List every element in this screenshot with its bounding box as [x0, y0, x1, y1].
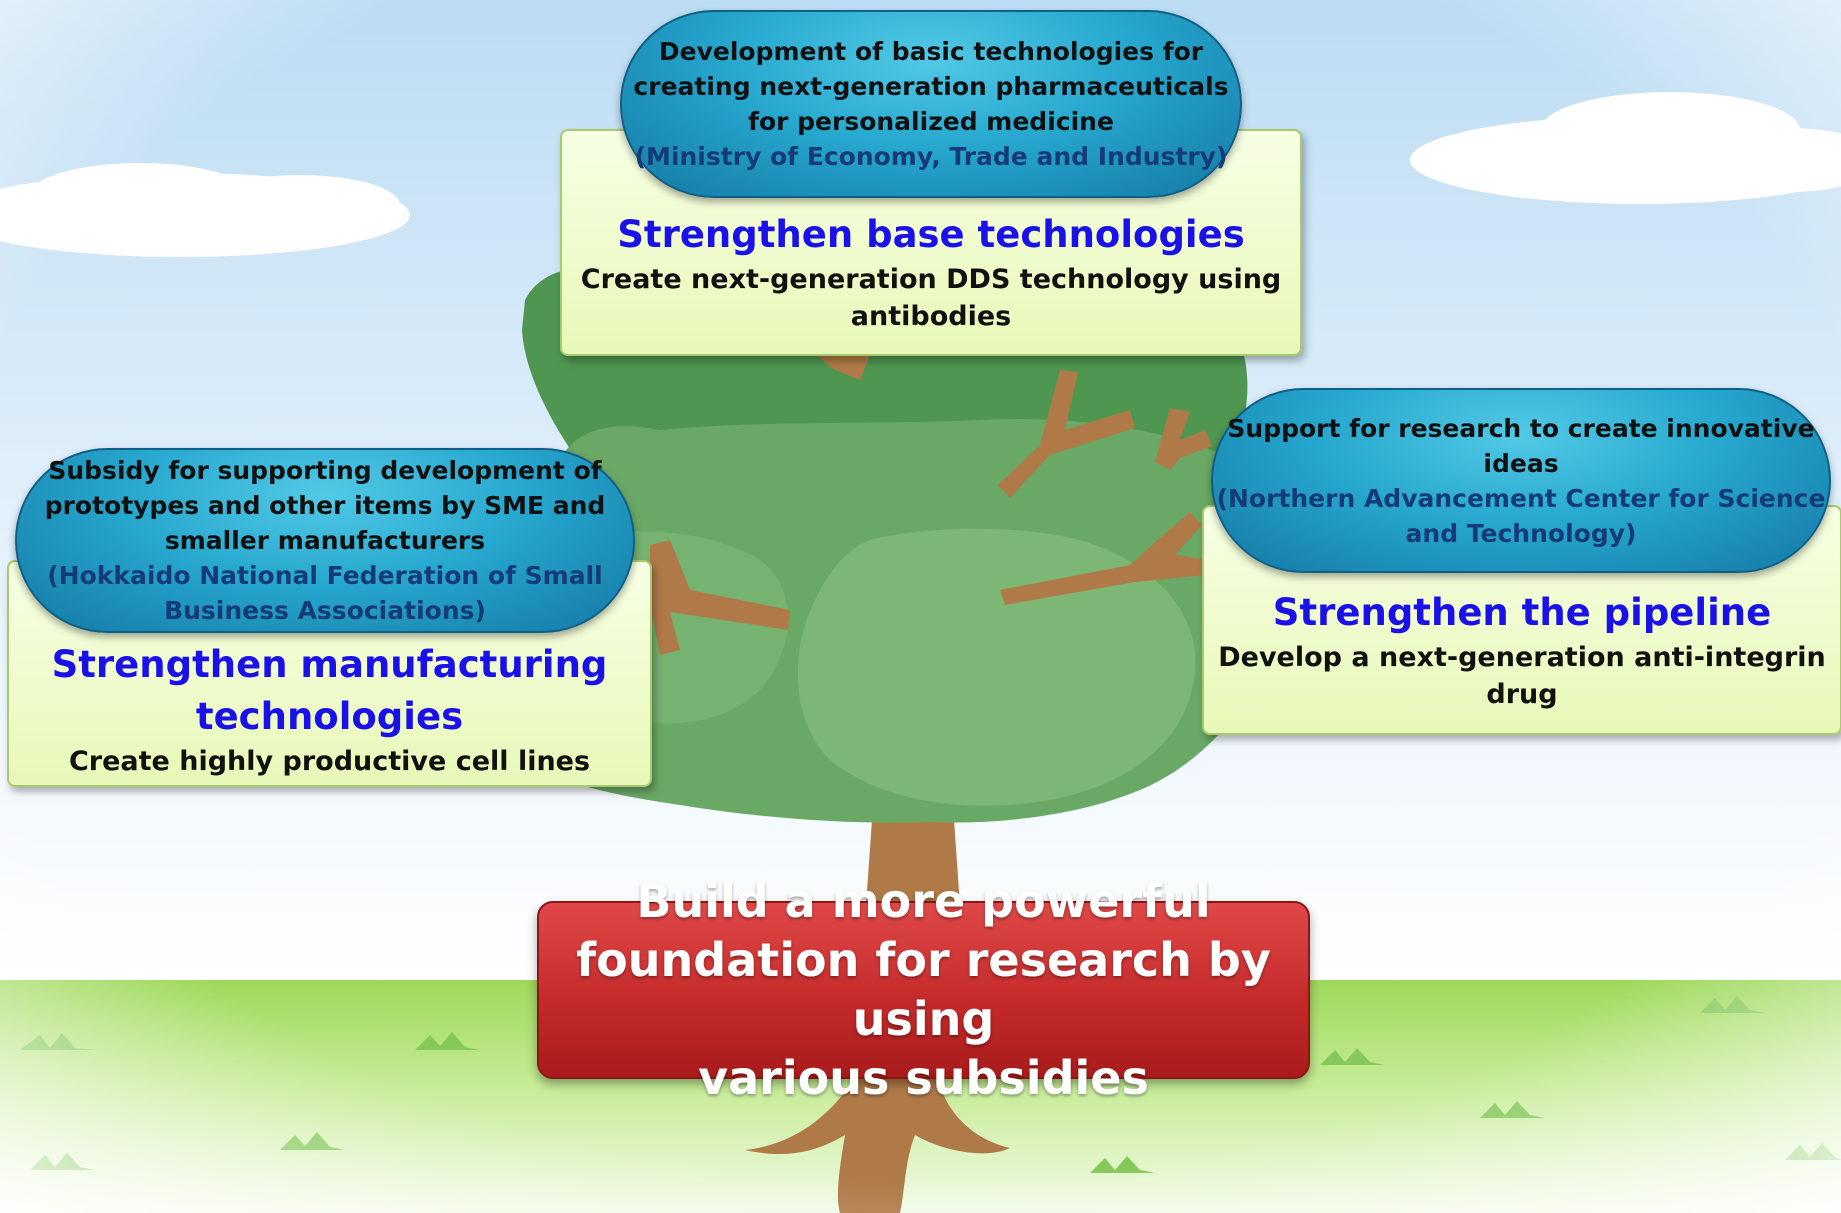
- pipeline-heading: Strengthen the pipeline: [1272, 591, 1772, 634]
- manufacturing-heading-line-2: technologies: [195, 695, 464, 738]
- base-technologies-heading: Strengthen base technologies: [617, 213, 1245, 256]
- sme-subsidy-pill: Subsidy for supporting development of pr…: [15, 448, 635, 633]
- meti-subsidy-line-1: Development of basic technologies for: [658, 37, 1204, 66]
- manufacturing-heading-line-1: Strengthen manufacturing: [51, 643, 608, 686]
- base-technologies-desc-line-2: antibodies: [850, 301, 1012, 332]
- goal-banner: Build a more powerful foundation for res…: [537, 874, 1310, 1105]
- research-support-pill: Support for research to create innovativ…: [1211, 388, 1831, 573]
- sme-subsidy-line-1: Subsidy for supporting development of: [48, 456, 602, 485]
- northern-agency-line-2: and Technology): [1405, 518, 1637, 548]
- research-support-line-1: Support for research to create innovativ…: [1227, 413, 1815, 443]
- meti-subsidy-pill: Development of basic technologies for cr…: [620, 10, 1242, 198]
- manufacturing-desc: Create highly productive cell lines: [68, 746, 591, 777]
- meti-subsidy-line-3: for personalized medicine: [748, 107, 1114, 136]
- base-technologies-desc-line-1: Create next-generation DDS technology us…: [580, 264, 1282, 295]
- meti-agency: (Ministry of Economy, Trade and Industry…: [634, 142, 1228, 171]
- goal-line-1: Build a more powerful: [636, 874, 1211, 928]
- pipeline-desc: Develop a next-generation anti-integrin …: [1218, 642, 1826, 710]
- research-support-line-2: ideas: [1483, 448, 1559, 478]
- sme-agency-line-1: (Hokkaido National Federation of Small: [47, 561, 603, 590]
- meti-subsidy-line-2: creating next-generation pharmaceuticals: [633, 72, 1229, 101]
- goal-line-2: foundation for research by using: [576, 933, 1271, 1046]
- sme-subsidy-line-3: smaller manufacturers: [164, 526, 486, 555]
- sme-agency-line-2: Business Associations): [164, 596, 486, 625]
- sme-subsidy-line-2: prototypes and other items by SME and: [44, 491, 606, 520]
- northern-agency-line-1: (Northern Advancement Center for Science: [1216, 483, 1826, 513]
- goal-line-3: various subsidies: [698, 1051, 1149, 1105]
